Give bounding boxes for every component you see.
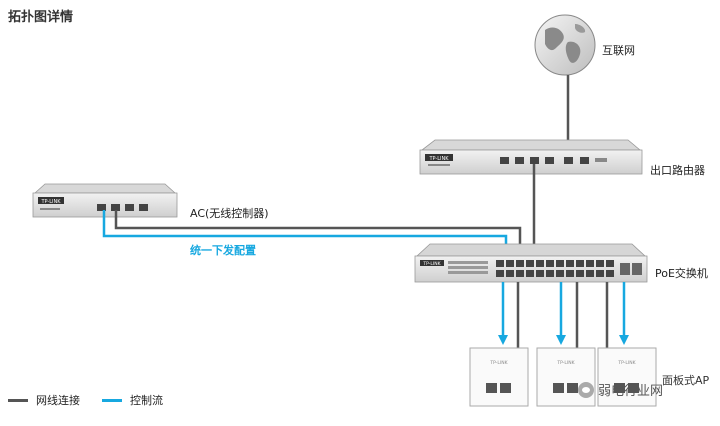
ac-label: AC(无线控制器) xyxy=(190,207,269,220)
legend-label-cable: 网线连接 xyxy=(36,394,80,407)
watermark: 弱电行业网 xyxy=(578,380,663,399)
cable-swatch xyxy=(8,398,28,402)
ap-port xyxy=(614,383,625,393)
switch-port xyxy=(526,260,534,267)
switch-port xyxy=(606,270,614,277)
ap-brand: TP-LINK xyxy=(617,360,636,366)
switch-port xyxy=(606,260,614,267)
switch-port xyxy=(516,260,524,267)
page-title: 拓扑图详情 xyxy=(8,10,74,25)
switch-port xyxy=(576,260,584,267)
wechat-icon xyxy=(578,381,594,398)
sfp-port xyxy=(632,263,642,275)
panel-ap-device: TP-LINK xyxy=(597,347,657,407)
ac-brand: TP-LINK xyxy=(40,199,61,205)
switch-port xyxy=(566,270,574,277)
ap-port xyxy=(553,383,564,393)
router-brand: TP-LINK xyxy=(428,156,449,162)
switch-port xyxy=(536,260,544,267)
switch-port xyxy=(586,270,594,277)
sfp-port xyxy=(620,263,630,275)
switch-port xyxy=(506,260,514,267)
switch-port xyxy=(496,260,504,267)
switch-port xyxy=(516,270,524,277)
panel-ap-label: 面板式AP xyxy=(662,374,710,387)
switch-port xyxy=(566,260,574,267)
control-swatch xyxy=(102,398,122,402)
switch-port xyxy=(496,270,504,277)
switch-port xyxy=(596,260,604,267)
panel-ap-group: TP-LINK TP-LINK TP-LINK xyxy=(469,347,657,407)
switch-port xyxy=(546,260,554,267)
switch-brand: TP-LINK xyxy=(422,261,441,267)
poe-switch-label: PoE交换机 xyxy=(655,267,708,280)
legend: 网线连接 控制流 xyxy=(8,392,163,408)
switch-port xyxy=(546,270,554,277)
switch-port xyxy=(556,270,564,277)
switch-port xyxy=(596,270,604,277)
legend-label-control: 控制流 xyxy=(130,394,163,407)
panel-ap-device: TP-LINK xyxy=(469,347,529,407)
watermark-text: 弱电行业网 xyxy=(598,384,664,399)
ap-port xyxy=(500,383,511,393)
ap-port xyxy=(486,383,497,393)
router-device: TP-LINK xyxy=(419,139,643,175)
switch-port xyxy=(506,270,514,277)
control-flow-label: 统一下发配置 xyxy=(190,244,256,257)
ap-brand: TP-LINK xyxy=(556,360,575,366)
globe-icon xyxy=(534,14,596,76)
ap-port xyxy=(567,383,578,393)
switch-port xyxy=(556,260,564,267)
legend-item-control: 控制流 xyxy=(102,392,163,408)
legend-item-cable: 网线连接 xyxy=(8,392,80,408)
switch-port xyxy=(586,260,594,267)
router-label: 出口路由器 xyxy=(650,164,705,177)
internet-label: 互联网 xyxy=(602,44,635,57)
switch-port xyxy=(576,270,584,277)
switch-port xyxy=(526,270,534,277)
switch-port xyxy=(536,270,544,277)
ap-port xyxy=(628,383,639,393)
switch-ports xyxy=(496,260,642,277)
router-ports xyxy=(500,157,607,164)
ap-brand: TP-LINK xyxy=(489,360,508,366)
